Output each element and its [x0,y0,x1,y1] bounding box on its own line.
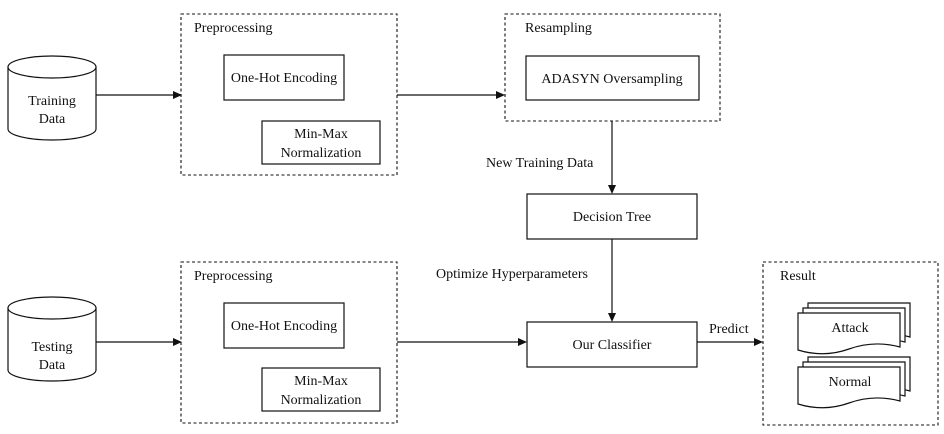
preprocessing-group-bottom: Preprocessing One-Hot Encoding Min-Max N… [180,261,398,424]
testing-data-cylinder: Testing Data [7,296,97,382]
our-classifier-label: Our Classifier [573,338,652,353]
our-classifier-node: Our Classifier [526,321,698,368]
arrowhead-icon [608,313,616,322]
edge-decision-tree-to-classifier: Optimize Hyperparameters [436,239,616,322]
attack-document-stack: Attack [797,302,911,355]
minmax-top-label-line1: Min-Max [294,127,348,142]
minmax-bottom-label-line1: Min-Max [294,374,348,389]
training-data-cylinder: Training Data [7,55,97,141]
arrowhead-icon [518,338,527,346]
adasyn-label: ADASYN Oversampling [541,72,682,87]
training-data-label-line1: Training [28,94,76,109]
one-hot-encoding-bottom-label: One-Hot Encoding [231,319,337,334]
one-hot-encoding-bottom-box [223,302,345,349]
minmax-top-label-line2: Normalization [281,146,362,161]
arrowhead-icon [754,338,763,346]
edge-preprocessing-to-resampling [397,91,505,99]
decision-tree-node: Decision Tree [526,193,698,240]
adasyn-box [525,55,700,101]
normal-document-stack: Normal [797,356,911,409]
edge-resampling-to-decision-tree: New Training Data [486,121,616,194]
preprocessing-group-top: Preprocessing One-Hot Encoding Min-Max N… [180,13,398,176]
result-group: Result Attack Normal [762,261,939,426]
minmax-bottom-box [261,367,381,412]
one-hot-encoding-top-box [223,54,345,101]
arrowhead-icon [496,91,505,99]
arrowhead-icon [608,185,616,194]
decision-tree-label: Decision Tree [573,210,651,225]
edge-preprocessing-to-classifier [397,338,527,346]
attack-label: Attack [831,321,868,336]
arrowhead-icon [173,91,182,99]
minmax-top-box [261,120,381,165]
preprocessing-top-title: Preprocessing [194,21,273,36]
arrowhead-icon [173,338,182,346]
minmax-bottom-label-line2: Normalization [281,393,362,408]
result-title: Result [780,269,816,284]
testing-data-label-line2: Data [39,358,66,373]
edge-testing-to-preprocessing [96,338,182,346]
edge-training-to-preprocessing [96,91,182,99]
resampling-group: Resampling ADASYN Oversampling [504,13,721,122]
edge-classifier-to-result: Predict [697,322,763,346]
training-data-label-line2: Data [39,112,66,127]
edge-label-predict: Predict [709,322,749,337]
edge-label-optimize-hyperparameters: Optimize Hyperparameters [436,267,588,282]
normal-label: Normal [829,375,872,390]
one-hot-encoding-top-label: One-Hot Encoding [231,71,337,86]
testing-data-label-line1: Testing [31,340,72,355]
resampling-title: Resampling [525,21,592,36]
preprocessing-bottom-title: Preprocessing [194,269,273,284]
edge-label-new-training-data: New Training Data [486,156,594,171]
